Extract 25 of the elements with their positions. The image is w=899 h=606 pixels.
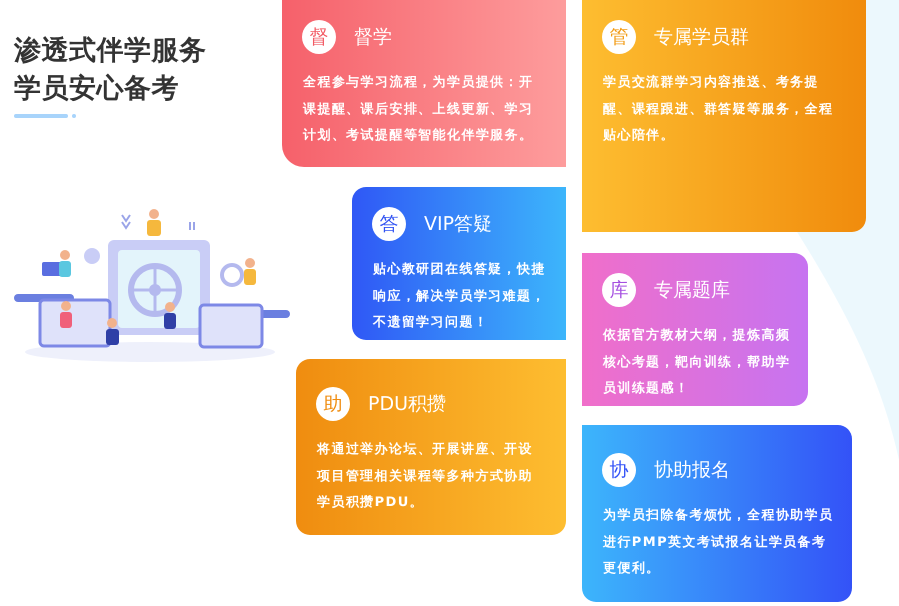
feature-card (582, 0, 866, 232)
badge-circle: 助 (316, 387, 350, 421)
card-title: 督学 (354, 25, 392, 49)
card-description: 学员交流群学习内容推送、考务提醒、课程跟进、群答疑等服务，全程贴心陪伴。 (603, 74, 834, 145)
badge-circle: 协 (602, 453, 636, 487)
badge-circle: 管 (602, 20, 636, 54)
card-description: 为学员扫除备考烦忧，全程协助学员进行PMP英文考试报名让学员备考更便利。 (603, 507, 834, 578)
card-title: 专属学员群 (654, 25, 749, 49)
badge-circle: 答 (372, 207, 406, 241)
badge-circle: 督 (302, 20, 336, 54)
feature-card (296, 359, 566, 535)
card-description: 将通过举办论坛、开展讲座、开设项目管理相关课程等多种方式协助学员积攒PDU。 (317, 440, 534, 512)
heading: 渗透式伴学服务学员安心备考 (14, 34, 208, 106)
card-title: PDU积攒 (368, 392, 446, 416)
card-title: 专属题库 (654, 278, 730, 302)
card-description: 贴心教研团在线答疑，快捷响应，解决学员学习难题，不遗留学习问题！ (373, 260, 547, 332)
feature-card (352, 187, 566, 340)
card-title: VIP答疑 (424, 212, 492, 236)
feature-card (282, 0, 566, 167)
feature-card (582, 425, 852, 602)
badge-circle: 库 (602, 273, 636, 307)
card-description: 依据官方教材大纲，提炼高频核心考题，靶向训练，帮助学员训练题感！ (603, 326, 792, 398)
card-description: 全程参与学习流程，为学员提供：开课提醒、课后安排、上线更新、学习计划、考试提醒等智能化伴学服务。 (303, 74, 534, 145)
card-title: 协助报名 (654, 458, 730, 482)
feature-card (582, 253, 808, 406)
